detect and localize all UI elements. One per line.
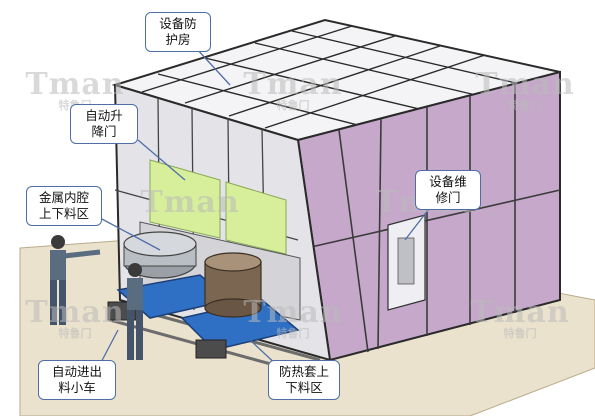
lift-door-left [149, 159, 221, 239]
callout-transfer-cart: 自动进出 料小车 [38, 360, 116, 400]
callout-maintenance-door: 设备维 修门 [415, 170, 481, 210]
heat-jacket-top [204, 252, 262, 272]
heat-jacket-base [204, 298, 262, 318]
callout-heat-jacket-area: 防热套上 下料区 [268, 360, 340, 400]
metal-cavity-top [123, 231, 197, 257]
callout-auto-lift-door: 自动升 降门 [70, 104, 138, 144]
callout-equipment-room: 设备防 护房 [145, 12, 211, 52]
control-panel [397, 237, 415, 285]
operator-figure-2 [127, 263, 143, 360]
transfer-cart-right [195, 339, 227, 359]
lift-door-right [225, 181, 287, 255]
operator-figure-1 [50, 235, 101, 325]
callout-metal-cavity-area: 金属内腔 上下料区 [26, 186, 102, 226]
